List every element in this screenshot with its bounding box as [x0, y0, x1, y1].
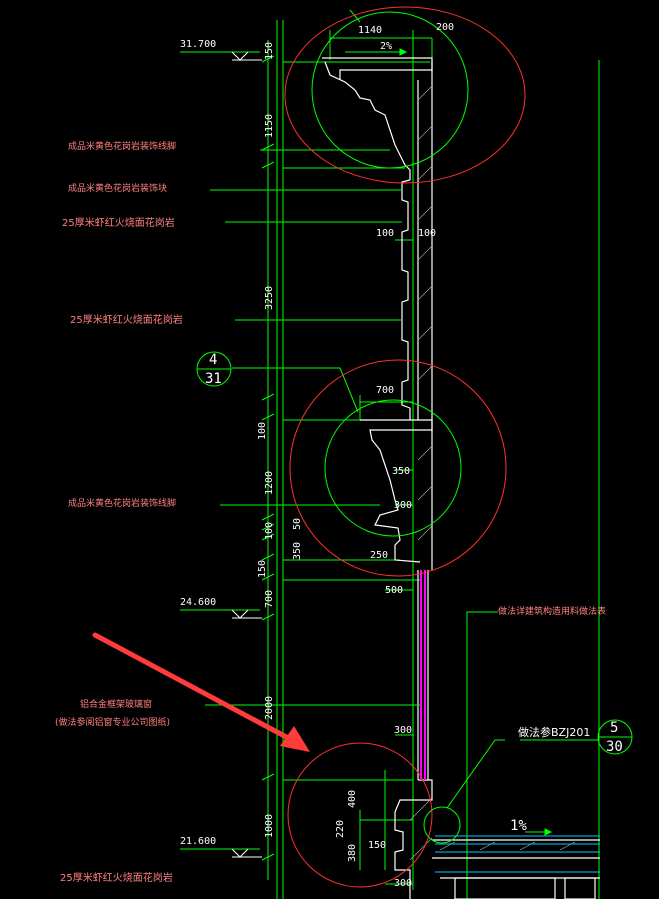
note-cornice-top: 成品米黄色花岗岩装饰线脚 — [68, 140, 176, 152]
material-notes: 成品米黄色花岗岩装饰线脚 成品米黄色花岗岩装饰块 25厚米虾红火烧面花岗岩 25… — [55, 140, 606, 884]
dim-3250: 3250 — [264, 286, 275, 310]
slope-label-top: 2% — [380, 41, 392, 52]
dim-350: 350 — [292, 542, 303, 560]
note-window: 铝合金框架玻璃窗 — [80, 698, 152, 710]
slope-arrows — [375, 48, 553, 836]
top-cornice-green-circle — [311, 11, 469, 169]
dim-2000: 2000 — [264, 696, 275, 720]
floor-detail-green-circle — [423, 806, 461, 844]
detail-ref-left-bottom: 31 — [205, 371, 222, 387]
dim-700-h: 700 — [376, 385, 394, 396]
detail-callout-icon — [196, 351, 633, 755]
dim-300-a: 300 — [394, 500, 412, 511]
dim-50: 50 — [292, 518, 303, 530]
dim-380: 380 — [347, 844, 358, 862]
leader-lines — [205, 9, 598, 809]
dimension-lines — [180, 20, 600, 899]
detail-ref-left-top: 4 — [209, 352, 217, 368]
horizontal-dimension-texts: 1140 200 100 100 700 350 300 250 500 300… — [358, 22, 454, 889]
note-stone-block: 成品米黄色花岗岩装饰块 — [68, 182, 167, 194]
dim-300-b: 300 — [394, 725, 412, 736]
note-window-ref: (做法参阅铝窗专业公司图纸) — [55, 716, 170, 728]
note-cornice-mid: 成品米黄色花岗岩装饰线脚 — [68, 497, 176, 509]
wall-section — [322, 57, 600, 899]
dim-100-b: 100 — [264, 522, 275, 540]
mid-cornice-red-circle — [289, 359, 507, 577]
detail-ref-right-top: 5 — [610, 720, 618, 736]
note-granite-2: 25厚米虾红火烧面花岗岩 — [70, 313, 183, 326]
detail-ref-right-bottom: 30 — [606, 739, 623, 755]
elevation-label-bottom: 21.600 — [180, 836, 216, 847]
note-construction-table: 做法详建筑构造用料做法表 — [498, 605, 606, 617]
dim-150-mid: 150 — [257, 560, 268, 578]
dim-100-right: 100 — [418, 228, 436, 239]
dim-150-h: 150 — [368, 840, 386, 851]
dim-500: 500 — [385, 585, 403, 596]
wall-hatch — [409, 85, 576, 861]
dim-250: 250 — [370, 550, 388, 561]
dim-1140: 1140 — [358, 25, 382, 36]
dim-700: 700 — [264, 590, 275, 608]
top-cornice-red-circle — [284, 6, 526, 184]
dim-1150: 1150 — [264, 114, 275, 138]
floor-finish — [435, 835, 600, 873]
dim-100-left: 100 — [376, 228, 394, 239]
aluminium-window — [420, 570, 426, 780]
red-pointer-arrow-icon — [92, 632, 310, 752]
note-granite-1: 25厚米虾红火烧面花岗岩 — [62, 216, 175, 229]
dim-220: 220 — [335, 820, 346, 838]
dim-150-top: 150 — [264, 42, 275, 60]
note-granite-3: 25厚米虾红火烧面花岗岩 — [60, 871, 173, 884]
dim-200: 200 — [436, 22, 454, 33]
dim-350-h: 350 — [392, 466, 410, 477]
mid-cornice-green-circle — [324, 399, 462, 537]
dim-300-c: 300 — [394, 878, 412, 889]
dim-1000: 1000 — [264, 814, 275, 838]
elevation-markers — [231, 51, 262, 858]
elevation-label-mid: 24.600 — [180, 597, 216, 608]
dim-400: 400 — [347, 790, 358, 808]
standard-ref-label: 做法参BZJ201 — [518, 725, 590, 739]
highlight-circles — [284, 6, 526, 888]
dim-100-a: 100 — [257, 422, 268, 440]
vertical-dimension-texts: 150 1150 3250 100 1200 100 50 350 150 70… — [257, 42, 358, 862]
elevation-label-top: 31.700 — [180, 39, 216, 50]
bottom-red-circle — [287, 742, 433, 888]
dim-1200: 1200 — [264, 471, 275, 495]
slope-label-bottom: 1% — [510, 818, 527, 834]
